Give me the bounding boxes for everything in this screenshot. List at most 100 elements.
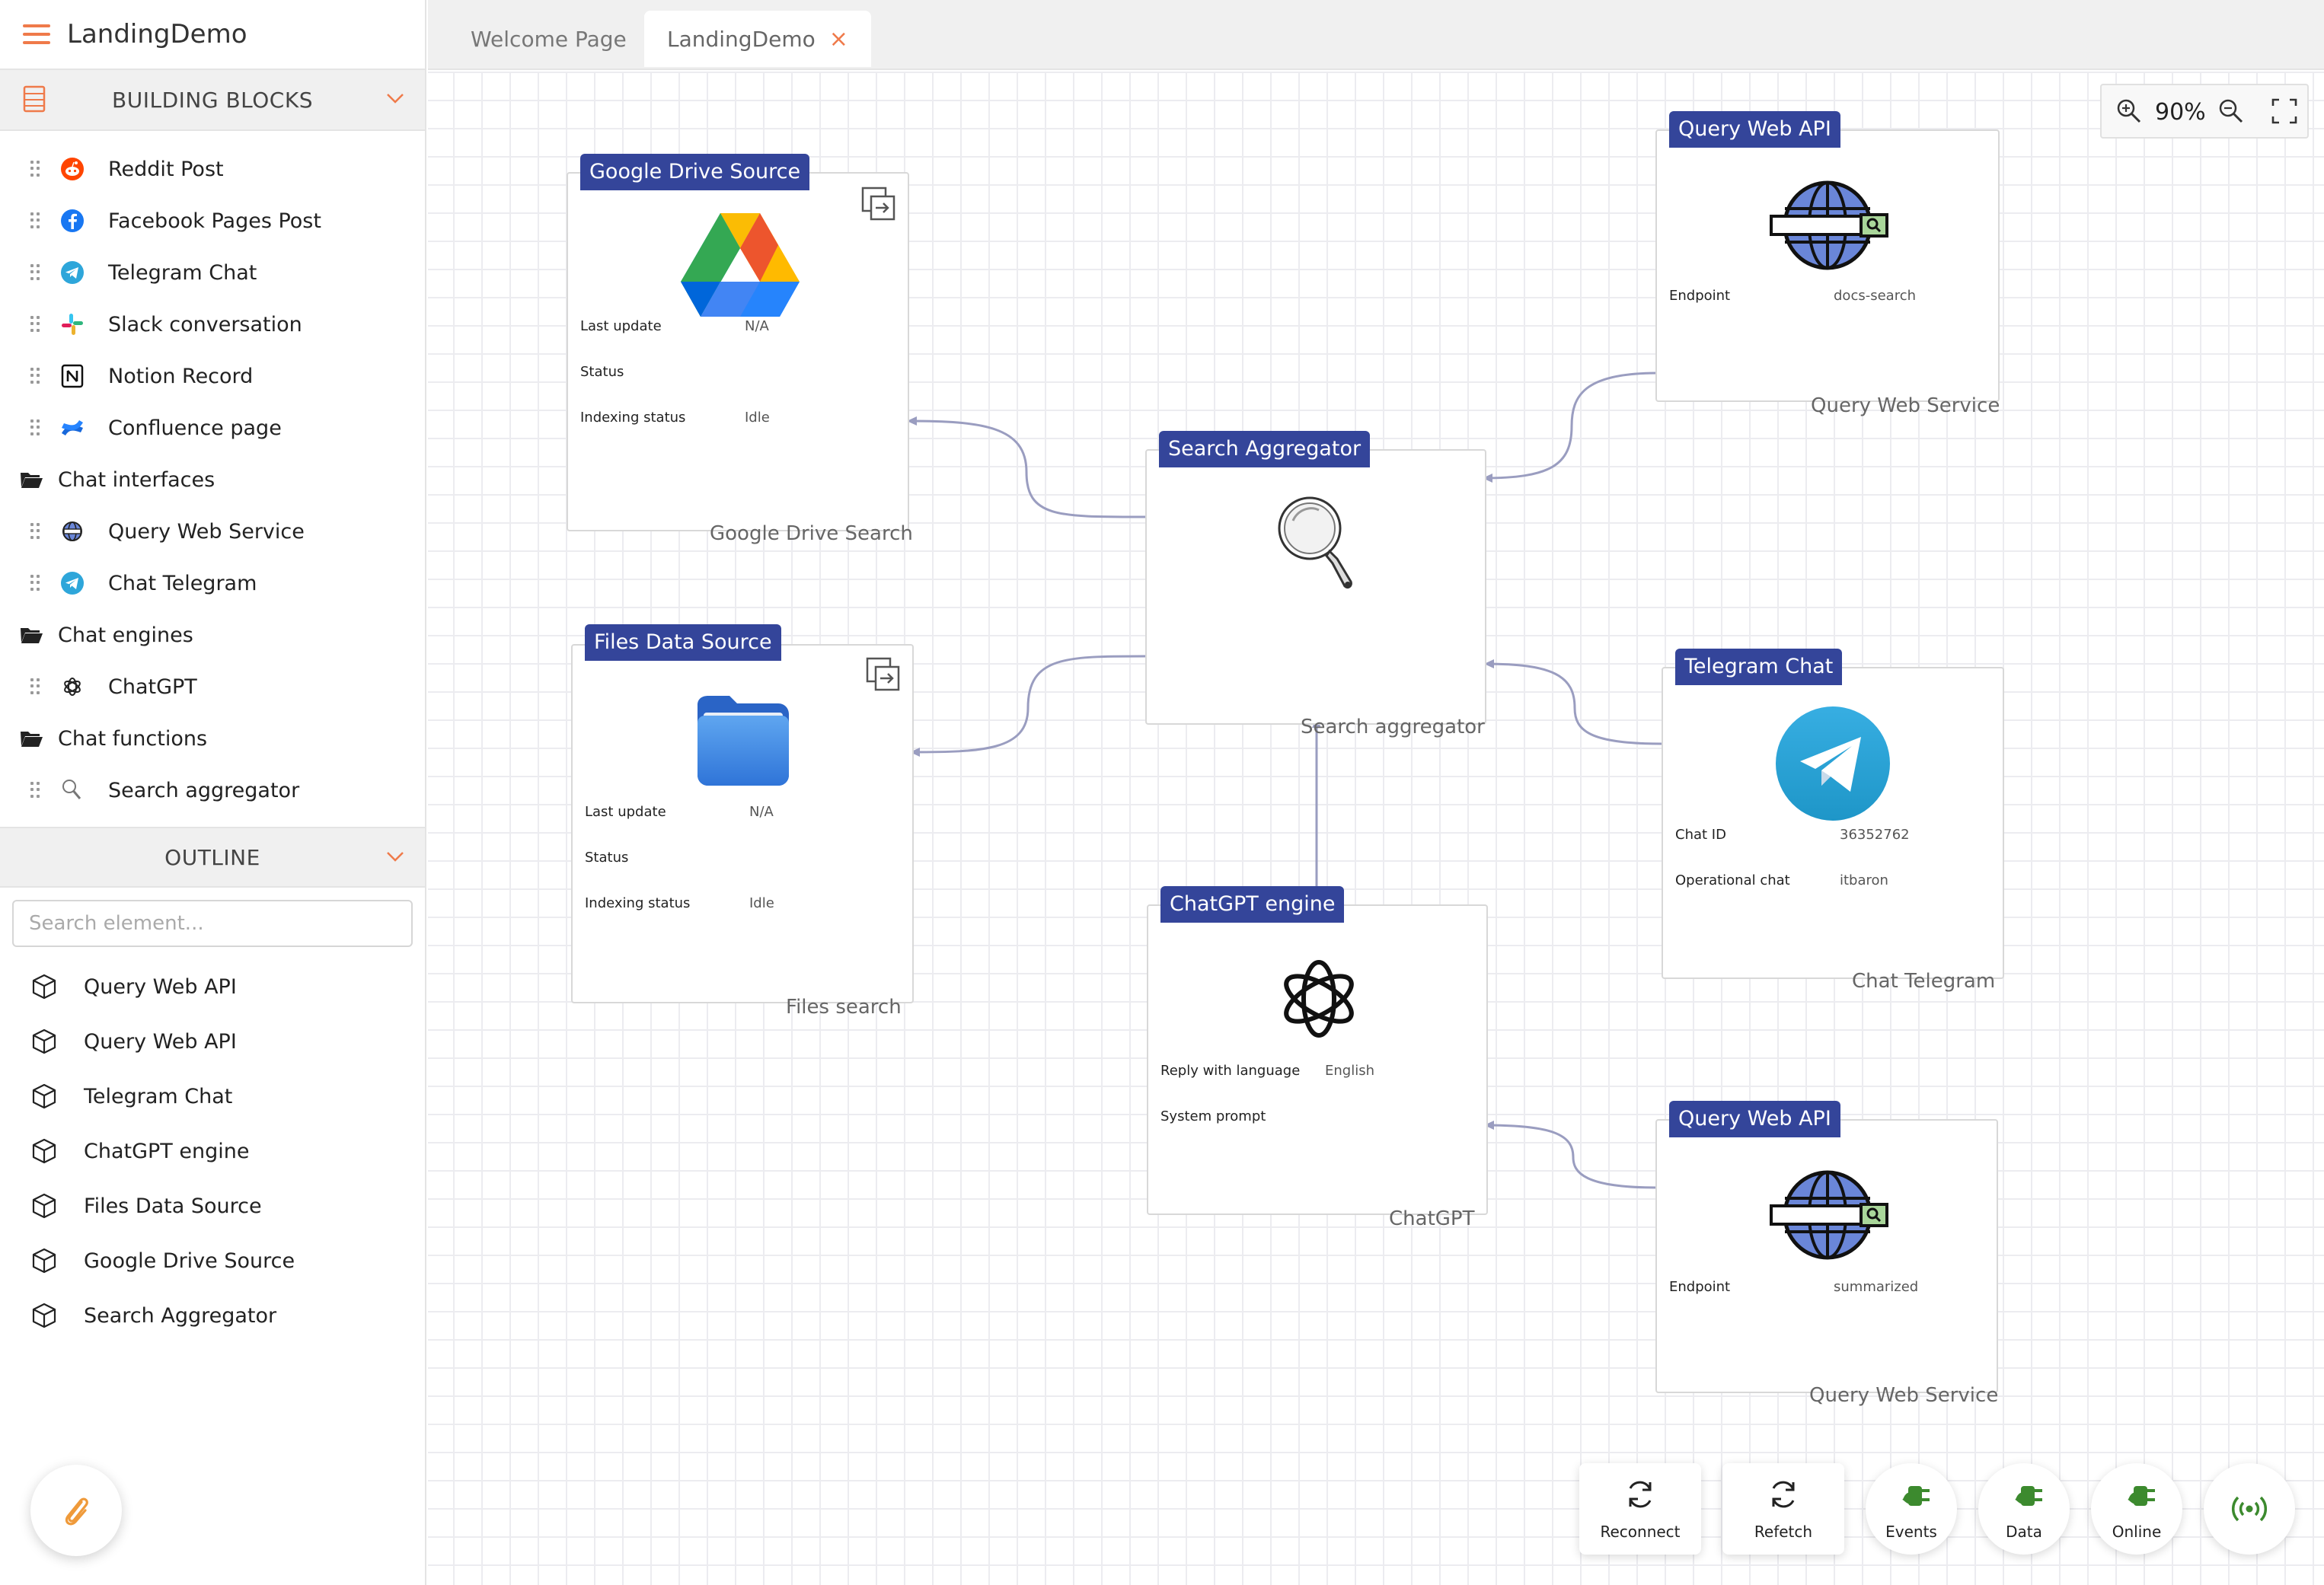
button-label: Reconnect [1600,1523,1681,1541]
events-button[interactable]: Events [1866,1463,1957,1555]
block-label: Telegram Chat [108,260,257,285]
refetch-button[interactable]: Refetch [1722,1463,1844,1555]
drag-handle-icon[interactable] [30,161,41,177]
outline-item-label: Search Aggregator [84,1303,277,1328]
folder-chat-engines[interactable]: Chat engines [0,609,425,661]
block-item-confluence-page[interactable]: Confluence page [0,402,425,454]
outline-item[interactable]: Search Aggregator [0,1288,425,1343]
prop-key: Reply with language [1160,1063,1301,1079]
folder-open-icon [21,732,43,747]
node-search-aggregator[interactable] [1145,449,1486,725]
attach-button[interactable] [30,1465,122,1556]
cube-icon [32,974,56,1000]
detach-window-icon[interactable] [865,656,900,691]
blocks-list-icon [23,85,46,113]
outline-item-label: Google Drive Source [84,1249,295,1273]
outline-item[interactable]: Files Data Source [0,1178,425,1233]
openai-icon [1284,960,1354,1038]
outline-item[interactable]: Query Web API [0,1014,425,1069]
prop-key: Indexing status [580,410,686,426]
drag-handle-icon[interactable] [30,212,41,229]
block-item-query-web-service[interactable]: Query Web Service [0,505,425,557]
node-title[interactable]: Google Drive Source [580,154,810,190]
node-files-data-source[interactable]: Last update N/A Status Indexing status I… [571,644,914,1003]
folder-chat-functions[interactable]: Chat functions [0,713,425,764]
telegram-icon [61,572,84,595]
node-title[interactable]: Telegram Chat [1675,649,1843,685]
drag-handle-icon[interactable] [30,782,41,799]
hamburger-menu-icon[interactable] [23,24,50,44]
chevron-down-icon[interactable] [385,88,405,108]
block-item-chat-telegram[interactable]: Chat Telegram [0,557,425,609]
outline-header[interactable]: OUTLINE [0,827,425,888]
node-query-web-api[interactable]: Endpoint docs-search [1655,129,2000,402]
detach-window-icon[interactable] [860,186,895,221]
node-title[interactable]: Files Data Source [585,624,781,661]
outline-item[interactable]: Telegram Chat [0,1069,425,1124]
telegram-icon [61,261,84,284]
node-query-web-api[interactable]: Endpoint summarized [1655,1119,1998,1393]
outline-item-label: Telegram Chat [84,1084,233,1108]
block-item-reddit-post[interactable]: Reddit Post [0,143,425,195]
zoom-out-icon[interactable] [2217,97,2245,125]
node-subtitle: ChatGPT [1389,1207,1475,1230]
chevron-down-icon[interactable] [385,847,405,866]
confluence-icon [62,420,83,435]
zoom-in-icon[interactable] [2115,97,2143,125]
node-subtitle: Query Web Service [1811,394,2000,417]
node-title[interactable]: Query Web API [1669,111,1840,148]
outline-item-label: Query Web API [84,1029,237,1054]
folder-chat-interfaces[interactable]: Chat interfaces [0,454,425,505]
block-label: Notion Record [108,364,254,388]
prop-key: System prompt [1160,1108,1266,1124]
fullscreen-icon[interactable] [2271,97,2298,125]
drag-handle-icon[interactable] [30,419,41,436]
prop-key: Chat ID [1675,827,1726,843]
drag-handle-icon[interactable] [30,523,41,540]
magnifier-icon [62,780,81,799]
broadcast-icon [2232,1496,2267,1522]
block-item-chatgpt[interactable]: ChatGPT [0,661,425,713]
outline-search-input[interactable] [12,900,413,947]
building-blocks-header[interactable]: BUILDING BLOCKS [0,70,425,131]
tab-landingdemo[interactable]: LandingDemo × [644,11,871,67]
tab-label: Welcome Page [471,26,627,52]
button-label: Data [2006,1523,2042,1541]
outline-item[interactable]: Query Web API [0,959,425,1014]
node-chatgpt-engine[interactable]: Reply with language English System promp… [1147,904,1488,1215]
block-label: Facebook Pages Post [108,209,321,233]
drag-handle-icon[interactable] [30,368,41,384]
block-item-facebook-pages-post[interactable]: Facebook Pages Post [0,195,425,247]
block-label: Reddit Post [108,157,224,181]
node-title[interactable]: Search Aggregator [1159,431,1371,467]
block-item-notion-record[interactable]: Notion Record [0,350,425,402]
prop-value: itbaron [1840,872,1888,888]
block-item-search-aggregator[interactable]: Search aggregator [0,764,425,816]
app-header: LandingDemo [0,0,425,70]
node-title[interactable]: ChatGPT engine [1160,886,1345,923]
data-button[interactable]: Data [1978,1463,2070,1555]
close-tab-icon[interactable]: × [828,25,848,53]
reconnect-button[interactable]: Reconnect [1579,1463,1701,1555]
drag-handle-icon[interactable] [30,678,41,695]
google-drive-icon [681,213,800,317]
cube-icon [32,1303,56,1328]
block-label: ChatGPT [108,675,197,699]
block-item-telegram-chat[interactable]: Telegram Chat [0,247,425,298]
outline-item[interactable]: Google Drive Source [0,1233,425,1288]
cube-icon [32,1083,56,1109]
tab-label: LandingDemo [667,26,816,52]
broadcast-button[interactable] [2204,1463,2295,1555]
node-telegram-chat[interactable]: Chat ID 36352762 Operational chat itbaro… [1662,667,2004,979]
drag-handle-icon[interactable] [30,264,41,281]
node-google-drive-source[interactable]: Last update N/A Status Indexing status I… [567,172,909,531]
node-title[interactable]: Query Web API [1669,1101,1840,1137]
online-button[interactable]: Online [2091,1463,2182,1555]
block-item-slack-conversation[interactable]: Slack conversation [0,298,425,350]
drag-handle-icon[interactable] [30,316,41,333]
tab-welcome-page[interactable]: Welcome Page [448,11,650,67]
outline-item[interactable]: ChatGPT engine [0,1124,425,1178]
outline-item-label: ChatGPT engine [84,1139,250,1163]
drag-handle-icon[interactable] [30,575,41,592]
folder-label: Chat interfaces [58,467,215,492]
